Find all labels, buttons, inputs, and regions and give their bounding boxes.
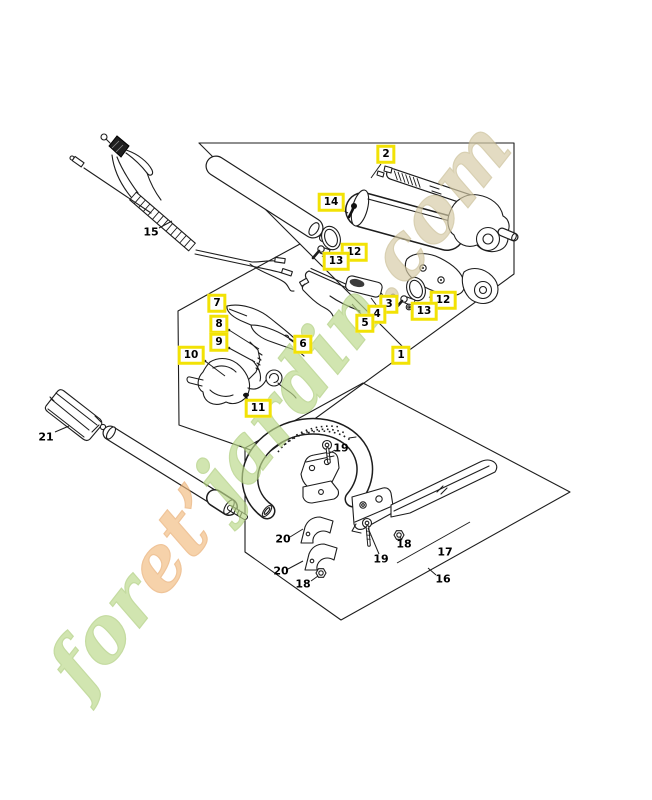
- switch-unit-4: [304, 267, 384, 302]
- callout-14-boxed1: 14: [317, 192, 345, 212]
- bolt-19-lower: [361, 517, 373, 547]
- clamp-20-lower: [304, 543, 338, 571]
- clamp-20-upper: [300, 516, 334, 544]
- callout-18-plain4: 18: [396, 537, 412, 551]
- callout-17-plain5: 17: [437, 545, 453, 559]
- drive-tube: [99, 423, 248, 520]
- callout-6-boxed14: 6: [293, 334, 313, 354]
- handle-saddle: [300, 451, 340, 504]
- nut-18-lower: [315, 568, 327, 578]
- handle-housing: [345, 165, 519, 304]
- screw-14: [347, 203, 357, 219]
- callout-11-boxed15: 11: [244, 398, 272, 418]
- callout-16-plain9: 16: [435, 572, 451, 586]
- trigger-housing-10: [186, 357, 297, 405]
- loop-handle: [241, 417, 374, 520]
- callout-19-plain2: 19: [333, 441, 349, 455]
- callout-5-boxed6: 5: [355, 313, 375, 333]
- throttle-cable: [69, 133, 295, 292]
- callout-8-boxed11: 8: [209, 314, 229, 334]
- grip-21: [44, 389, 103, 442]
- bolt-19-upper: [321, 439, 333, 464]
- callout-2-boxed0: 2: [376, 144, 396, 164]
- callout-20-plain3: 20: [275, 532, 291, 546]
- callout-20-plain7: 20: [273, 564, 289, 578]
- callout-13-boxed3: 13: [322, 251, 350, 271]
- callout-9-boxed12: 9: [209, 332, 229, 352]
- screw-13-left: [311, 245, 325, 260]
- handle-tube: [205, 155, 328, 243]
- callout-1-boxed9: 1: [391, 345, 411, 365]
- barrier-bar-17: [351, 459, 498, 534]
- callout-7-boxed10: 7: [207, 293, 227, 313]
- callout-18-plain8: 18: [295, 577, 311, 591]
- callout-21-plain1: 21: [38, 430, 54, 444]
- callout-15-plain0: 15: [143, 225, 159, 239]
- callout-19-plain6: 19: [373, 552, 389, 566]
- callout-10-boxed13: 10: [177, 345, 205, 365]
- callout-13-boxed8: 13: [410, 301, 438, 321]
